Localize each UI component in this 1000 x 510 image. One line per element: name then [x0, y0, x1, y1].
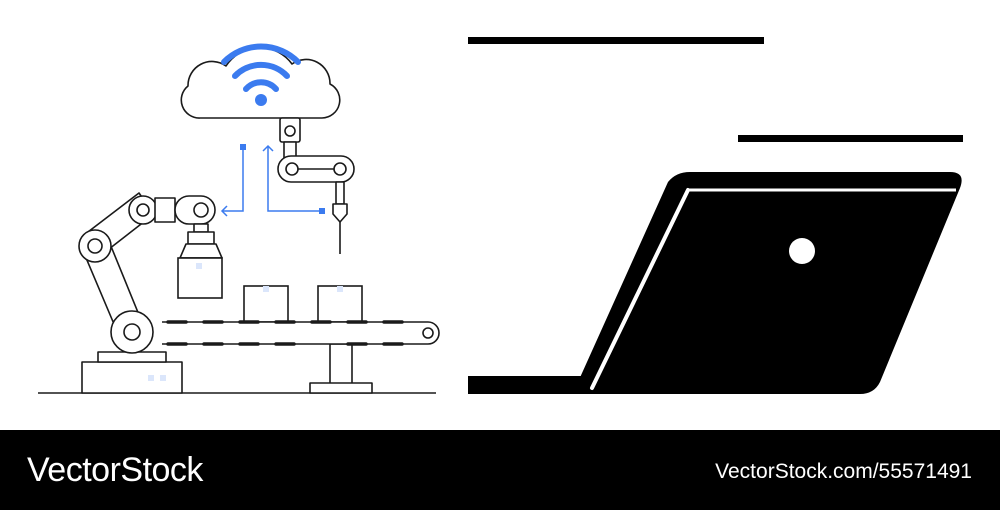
signal-node: [319, 208, 325, 214]
gripper-icon: [179, 243, 223, 259]
wifi-icon: [221, 43, 301, 92]
wifi-dot: [255, 94, 267, 106]
asset-id-text: VectorStock.com/55571491: [715, 460, 972, 483]
signal-arrows: [220, 144, 322, 217]
brand-logo: VectorStock: [27, 451, 203, 489]
conveyor-slats: [166, 320, 404, 346]
robotic-arm-icon: [78, 192, 216, 394]
illustration-canvas: [38, 37, 963, 394]
arm-forearm: [154, 197, 176, 223]
laptop-camera-dot: [789, 238, 815, 264]
box-label: [196, 263, 202, 269]
box-label: [337, 286, 343, 292]
laptop-screen: [575, 172, 962, 394]
watermark-footer: [0, 430, 1000, 510]
illustration: [38, 37, 963, 394]
decor-bar-middle: [738, 135, 963, 142]
base-indicator: [148, 375, 154, 381]
decor-bar-top: [468, 37, 764, 44]
base-indicator: [160, 375, 166, 381]
box-label: [263, 286, 269, 292]
laptop-screen-edge: [590, 188, 690, 390]
laptop-icon: [468, 172, 962, 394]
ceiling-robot-icon: [277, 117, 355, 254]
arm-base: [81, 361, 183, 394]
signal-node: [240, 144, 246, 150]
laptop-base: [468, 376, 608, 394]
conveyor-belt-icon: [162, 321, 440, 394]
